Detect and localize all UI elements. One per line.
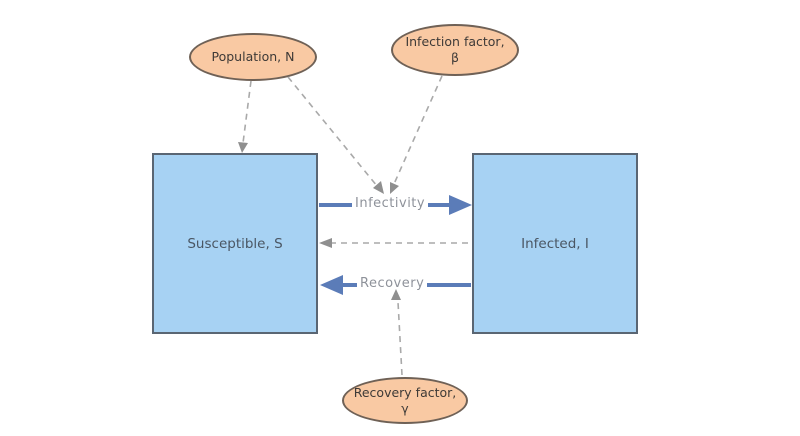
infected-box: Infected, I [472,153,638,334]
population-to-susceptible-connector [242,80,252,144]
recovery-factor-to-recovery-connector [397,301,403,376]
recovery-arrowhead [320,275,343,295]
susceptible-box: Susceptible, S [152,153,318,334]
infected-label: Infected, I [521,235,589,252]
infected-to-susceptible-arrowhead [319,238,332,248]
infection-factor-to-infectivity-arrowhead [390,182,399,194]
recovery-factor-ellipse: Recovery factor, γ [342,377,468,424]
population-to-susceptible-arrowhead [238,142,248,153]
infectivity-arrowhead [449,195,472,215]
population-to-infectivity-arrowhead [373,181,384,194]
infectivity-edge-label: Infectivity [352,196,429,211]
recovery-edge-label: Recovery [357,276,428,291]
infection-factor-label-line1: Infection factor, [405,34,505,50]
infection-factor-to-infectivity-connector [393,75,443,185]
infection-factor-label-line2: β [451,50,459,65]
population-ellipse: Population, N [189,33,317,81]
population-label: Population, N [211,49,295,65]
susceptible-label: Susceptible, S [187,235,283,252]
recovery-factor-label-line1: Recovery factor, [353,384,457,400]
recovery-factor-label-line2: γ [401,400,409,416]
infection-factor-ellipse: Infection factor, β [391,24,519,76]
